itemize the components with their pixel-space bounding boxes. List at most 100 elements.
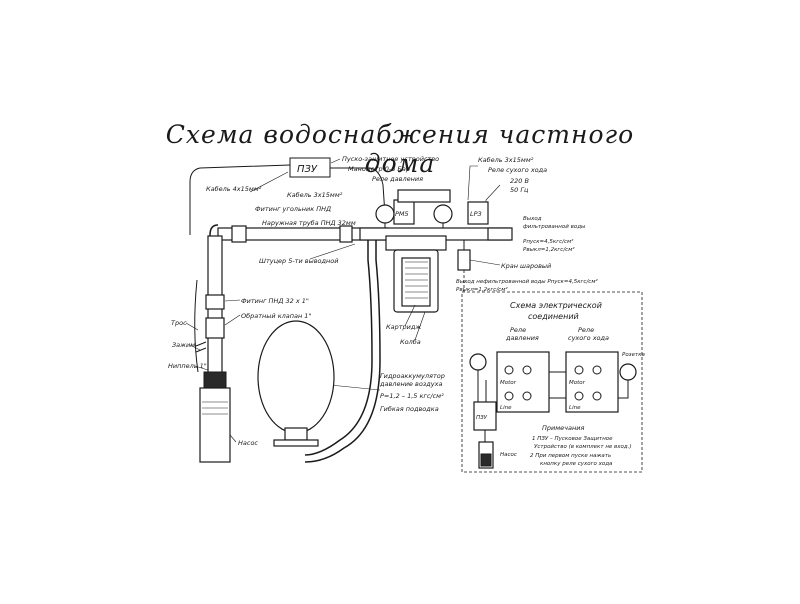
pump-body: [199, 387, 231, 463]
accumulator-leader: [329, 384, 381, 391]
pipe-elbow: [209, 224, 219, 250]
cable-3x15-right-label: Кабель 3х15мм²: [478, 156, 534, 164]
accumulator-label-3: Р=1,2 – 1,5 кгс/см²: [380, 392, 444, 400]
e-socket-label: Розетка: [622, 352, 646, 358]
nipple-leader: [194, 365, 209, 371]
clamp-label: Зажим: [172, 341, 195, 349]
check-valve-label: Обратный клапан 1": [241, 312, 311, 320]
accumulator-label-2: давление воздуха: [379, 380, 442, 388]
lrz-label: LРЗ: [470, 210, 482, 218]
flex-hose-label: Гибкая подводка: [380, 405, 439, 413]
pump-head: [203, 371, 227, 389]
fitting-32-label: Фитинг ПНД 32 х 1": [241, 297, 309, 305]
dry-run-relay-box: [467, 201, 489, 225]
pzu-box-label: ПЗУ: [297, 164, 318, 175]
note-title: Примечания: [542, 424, 584, 432]
cartridge-leader: [404, 304, 416, 327]
pzu-desc-leader: [330, 158, 341, 164]
manometer-left: [375, 204, 395, 224]
pzu-desc-label: Пуско-защитное устройство: [342, 155, 439, 163]
voltage-label: 220 В: [510, 177, 529, 185]
diagram-title: Схема водоснабжения частного дома: [165, 120, 635, 178]
fitting-32: [205, 294, 225, 310]
e-dr-term-1: [574, 365, 584, 375]
note-2b: кнопку реле сухого хода: [540, 461, 613, 467]
accumulator-tank: [257, 320, 335, 434]
e-socket: [619, 363, 637, 381]
cable-right-leader: [467, 165, 478, 201]
dry-run-relay-label: Реле сухого хода: [488, 166, 547, 174]
out-unfiltered-p2: Рвыкл=1,2кгс/см²: [456, 286, 508, 293]
e-motor-2: Motor: [569, 380, 586, 386]
e-pressure-relay-2: давления: [505, 334, 539, 342]
note-1b: Устройство (в комплект не вход.): [534, 444, 632, 450]
note-2a: 2 При первом пуске нажать: [530, 453, 611, 459]
e-pr-term-4: [522, 391, 532, 401]
flex-hose-inner: [304, 240, 381, 463]
check-valve: [205, 317, 225, 339]
e-pump-motor: [480, 453, 492, 467]
note-1a: 1 ПЗУ – Пусковое Защитное: [532, 436, 613, 442]
frequency-label: 50 Гц: [510, 186, 529, 194]
e-wire-1: [477, 370, 497, 405]
accumulator-label-1: Гидроаккумулятор: [380, 372, 445, 380]
out-filtered-sub: фильтрованной воды: [523, 224, 586, 230]
cable-3x15-left-label: Кабель 3х15мм²: [287, 191, 343, 199]
e-dr-term-3: [574, 391, 584, 401]
outlet-fitting: [487, 227, 513, 241]
flex-hose-outer: [304, 240, 373, 456]
filter-cap: [397, 189, 451, 203]
accumulator-foot: [273, 439, 319, 447]
e-pressure-relay-1: Реле: [510, 326, 526, 334]
pressure-relay-label: Реле давления: [372, 175, 423, 183]
cartridge-label: Картридж: [386, 323, 421, 331]
cable-4x15-leader: [249, 171, 289, 193]
filter-head: [385, 235, 447, 251]
ball-valve-label: Кран шаровый: [501, 262, 551, 270]
manometer-right: [433, 204, 453, 224]
check-valve-leader: [224, 314, 241, 326]
pump-label: Насос: [238, 439, 258, 447]
corner-fitting: [231, 225, 247, 243]
fitting-5way-label: Штуцер 5-ти выводной: [259, 257, 338, 265]
flask-label: Колба: [400, 338, 421, 346]
corner-fitting-label: Фитинг угольник ПНД: [255, 205, 331, 213]
e-pr-term-3: [504, 391, 514, 401]
cable-line-right: [330, 167, 386, 216]
out-filtered-title: Выход: [523, 216, 542, 222]
e-wire-4: [618, 380, 629, 399]
fitting-32-leader: [224, 299, 241, 302]
cable-4x15-label: Кабель 4х15мм²: [206, 185, 262, 193]
electric-title-2: соединений: [528, 312, 579, 321]
e-line-2: Line: [569, 405, 581, 411]
e-pump-label: Насос: [500, 452, 517, 458]
e-pzu-label: ПЗУ: [476, 415, 488, 421]
vertical-well-pipe: [207, 235, 223, 387]
ball-valve: [457, 249, 471, 271]
cartridge-mesh: [405, 261, 428, 299]
clamp-mark: [195, 341, 207, 353]
cable-line-left: [189, 164, 291, 235]
manometer-label: Манометр 0-6 Бар: [348, 165, 410, 173]
e-motor-1: Motor: [500, 380, 517, 386]
pipe-union: [339, 225, 353, 243]
ball-valve-leader: [469, 259, 501, 266]
e-pressure-relay-block: [496, 351, 550, 413]
e-pr-term-2: [522, 365, 532, 375]
flask-leader: [414, 311, 426, 341]
out-filtered-p2: Рвыкл=1,2кгс/см²: [523, 246, 575, 253]
e-dr-term-4: [592, 391, 602, 401]
pump-leader: [229, 434, 237, 443]
rope-label: Трос: [171, 319, 187, 327]
rope-leader: [185, 322, 199, 331]
e-line-1: Line: [500, 405, 512, 411]
nipple-label: Ниппель 1": [168, 362, 207, 370]
e-dry-run-2: сухого хода: [568, 334, 609, 342]
electric-title-1: Схема электрической: [510, 301, 602, 310]
electric-schema-frame: [461, 291, 643, 473]
e-dr-term-2: [592, 365, 602, 375]
e-dry-run-1: Реле: [578, 326, 594, 334]
fitting-5way-leader: [309, 243, 356, 260]
hdpe-pipe-label: Наружная труба ПНД 32мм: [262, 219, 356, 227]
